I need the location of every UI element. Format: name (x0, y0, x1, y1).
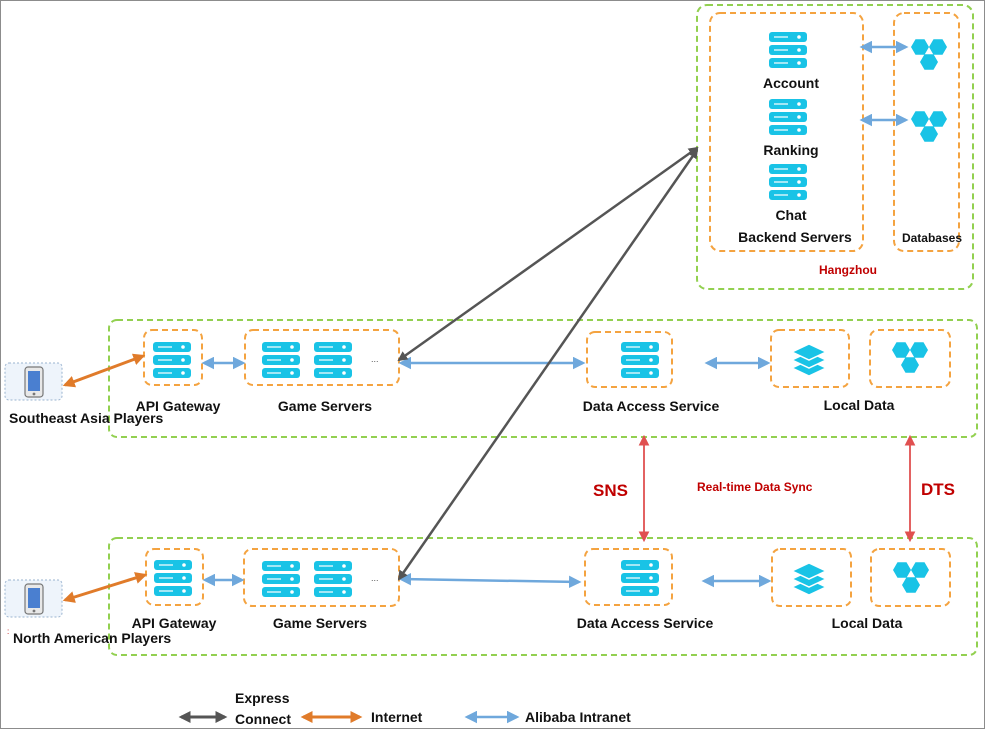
ranking-label: Ranking (763, 142, 819, 158)
na-local-data-label: Local Data (831, 615, 903, 631)
na-game-data-arrow (398, 572, 582, 589)
se-local-data-label: Local Data (823, 397, 895, 413)
na-game-servers-label: Game Servers (272, 615, 368, 631)
se-phone-icon (4, 362, 63, 401)
se-internet-arrow (62, 353, 146, 388)
se-api-gateway-label: API Gateway (135, 398, 221, 414)
southeast-region (108, 319, 978, 438)
se-game-servers-label: Game Servers (277, 398, 373, 414)
se-api-gateway-icon (153, 342, 191, 378)
databases-label: Databases (901, 231, 963, 245)
se-express-arrow (397, 146, 699, 362)
legend-intranet-label: Alibaba Intranet (525, 709, 631, 725)
se-game-ellipsis: ... (371, 354, 379, 364)
na-players-label: North American Players (13, 628, 171, 648)
ranking-database-icon (911, 111, 947, 142)
na-game-ellipsis: ... (371, 573, 379, 583)
na-api-gateway-label: API Gateway (131, 615, 217, 631)
dts-label: DTS (921, 480, 955, 499)
se-game-server-icon-1 (262, 342, 300, 378)
na-phone-icon (4, 579, 63, 618)
databases-box (893, 12, 960, 252)
account-server-icon (769, 32, 807, 68)
na-players-text: North American Players (13, 630, 172, 646)
ranking-server-icon (769, 99, 807, 135)
na-game-server-icon-2 (314, 561, 352, 597)
se-data-access-icon (621, 342, 659, 378)
na-data-access-label: Data Access Service (576, 615, 714, 631)
se-local-db-box (869, 329, 951, 388)
na-local-db-box (870, 548, 951, 607)
realtime-sync-label: Real-time Data Sync (697, 480, 813, 494)
na-game-server-icon-1 (262, 561, 300, 597)
se-local-cache-box (770, 329, 850, 388)
legend-express-line2: Connect (235, 711, 291, 727)
se-players-label: Southeast Asia Players (9, 408, 163, 428)
hangzhou-label: Hangzhou (819, 263, 877, 277)
account-database-icon (911, 39, 947, 70)
na-local-database-icon (893, 562, 929, 593)
se-game-server-icon-2 (314, 342, 352, 378)
se-local-cache-icon (790, 343, 828, 377)
na-internet-arrow (62, 572, 148, 603)
na-api-gateway-icon (154, 560, 192, 596)
se-local-database-icon (892, 342, 928, 373)
na-data-access-icon (621, 560, 659, 596)
chat-label: Chat (775, 207, 807, 223)
legend-internet-label: Internet (371, 709, 423, 725)
red-mark: : (7, 627, 9, 636)
se-data-access-label: Data Access Service (582, 398, 720, 414)
backend-servers-label: Backend Servers (738, 229, 852, 245)
north-region (108, 537, 978, 656)
sns-label: SNS (593, 481, 628, 500)
na-express-arrow (397, 148, 699, 581)
legend-express-line1: Express (235, 690, 290, 706)
na-local-cache-icon (790, 562, 828, 596)
account-label: Account (763, 75, 819, 91)
chat-server-icon (769, 164, 807, 200)
se-players-text: Southeast Asia Players (9, 410, 164, 426)
na-local-cache-box (771, 548, 852, 607)
legend-express-label: Express Connect (235, 688, 305, 728)
